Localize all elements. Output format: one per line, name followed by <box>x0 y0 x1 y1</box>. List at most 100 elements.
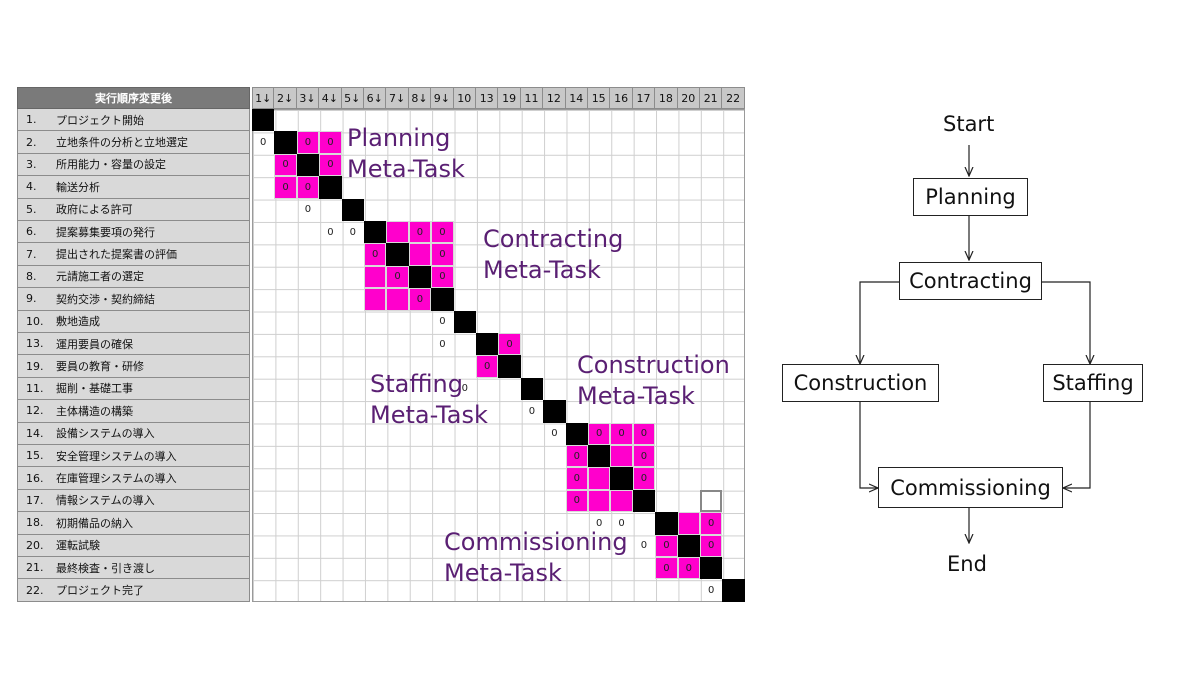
dsm-dependency-cell: 0 <box>431 265 454 289</box>
dsm-dependency-cell: 0 <box>565 445 588 468</box>
dsm-row-name: 在庫管理システムの導入 <box>56 472 177 486</box>
dsm-dependency-cell: 0 <box>551 428 558 440</box>
construction-meta-task-label: Construction Meta-Task <box>577 350 730 412</box>
dsm-row-label: 22.プロジェクト完了 <box>17 579 250 602</box>
planning-meta-task-label: Planning Meta-Task <box>347 123 465 185</box>
contracting-meta-label-line1: Contracting <box>483 225 624 253</box>
flowchart-arrows <box>760 145 1180 600</box>
dsm-row-name: 元請施工者の選定 <box>56 270 144 284</box>
dsm-diagonal-cell <box>655 512 678 535</box>
dsm-dependency-cell: 0 <box>632 445 656 468</box>
dsm-diagonal-cell <box>565 422 588 445</box>
dsm-column-header: 20 <box>677 87 700 109</box>
dsm-column-header: 8↓ <box>408 87 432 109</box>
dsm-row-number: 6. <box>26 225 37 239</box>
dsm-row-name: 最終検査・引き渡し <box>56 561 155 575</box>
dsm-row-label: 3.所用能力・容量の設定 <box>17 153 250 177</box>
dsm-dependency-cell: 0 <box>304 204 312 216</box>
start-label: Start <box>943 112 995 136</box>
arrow-contracting-staffing <box>1042 281 1090 364</box>
dsm-dependency-cell: 0 <box>408 221 432 244</box>
dsm-row-label: 20. 運転試験 <box>17 534 250 557</box>
arrow-staffing-commissioning <box>1063 402 1091 488</box>
staffing-box: Staffing <box>1043 364 1143 402</box>
dsm-dependency-cell: 0 <box>296 131 320 154</box>
staffing-meta-label-line2: Meta-Task <box>370 401 488 429</box>
dsm-row-name: 契約交渉・契約締結 <box>56 292 155 306</box>
dsm-row-label: 19.要員の教育・研修 <box>17 355 250 378</box>
dsm-row-label: 5.政府による許可 <box>17 198 250 221</box>
dsm-row-number: 3. <box>26 157 37 171</box>
dsm-row-label: 11.掘削・基礎工事 <box>17 377 250 401</box>
dsm-diagonal-cell <box>632 489 656 513</box>
dsm-column-header: 21 <box>700 87 723 109</box>
dsm-diagonal-cell <box>520 377 544 401</box>
dsm-diagonal-cell <box>700 557 723 580</box>
commissioning-box: Commissioning <box>878 467 1063 508</box>
dsm-row-number: 5. <box>26 202 37 216</box>
dsm-dependency-cell: 0 <box>327 226 334 238</box>
dsm-column-header: 13 <box>476 87 499 109</box>
dsm-dependency-cell: 0 <box>632 422 656 445</box>
dsm-meta-task-cell <box>386 288 409 311</box>
dsm-row-label: 7.提出された提案書の評価 <box>17 243 250 266</box>
construction-meta-label-line1: Construction <box>577 351 730 379</box>
dsm-dependency-cell: 0 <box>319 153 342 177</box>
dsm-row-number: 20. <box>26 538 44 552</box>
dsm-row-label: 15.安全管理システムの導入 <box>17 445 250 468</box>
dsm-meta-task-cell <box>588 489 611 513</box>
dsm-dependency-cell: 0 <box>431 221 454 244</box>
dsm-row-name: 提出された提案書の評価 <box>56 248 177 262</box>
dsm-row-name: 初期備品の納入 <box>56 516 133 530</box>
dsm-dependency-cell: 0 <box>439 316 446 328</box>
dsm-column-header: 2↓ <box>274 87 297 109</box>
dsm-dependency-cell: 0 <box>632 467 656 490</box>
dsm-dependency-cell: 0 <box>677 557 700 580</box>
dsm-dependency-cell: 0 <box>274 153 297 177</box>
dsm-column-header: 10 <box>453 87 476 109</box>
dsm-row-number: 2. <box>26 135 37 149</box>
dsm-diagonal-cell <box>408 265 432 289</box>
dsm-row-label: 14.設備システムの導入 <box>17 422 250 445</box>
dsm-meta-task-cell <box>386 221 409 244</box>
dsm-row-number: 9. <box>26 292 37 306</box>
dsm-row-label: 17.情報システムの導入 <box>17 489 250 513</box>
dsm-row-name: 提案募集要項の発行 <box>56 225 155 239</box>
dsm-diagonal-cell <box>588 445 611 468</box>
dsm-meta-task-cell <box>364 265 387 289</box>
dsm-row-number: 17. <box>26 493 44 507</box>
commissioning-meta-label-line2: Meta-Task <box>444 559 562 587</box>
dsm-outlined-cell <box>700 489 723 513</box>
dsm-dependency-cell: 0 <box>655 534 678 557</box>
dsm-row-name: 運転試験 <box>56 539 100 553</box>
dsm-column-header: 9↓ <box>431 87 454 109</box>
dsm-dependency-cell: 0 <box>528 405 536 417</box>
dsm-row-number: 12. <box>26 404 44 418</box>
contracting-meta-label-line2: Meta-Task <box>483 256 601 284</box>
dsm-dependency-cell: 0 <box>640 540 648 552</box>
dsm-row-name: プロジェクト開始 <box>56 113 144 127</box>
dsm-row-label: 1. プロジェクト開始 <box>17 109 250 132</box>
dsm-dependency-cell: 0 <box>260 137 267 149</box>
dsm-row-name: 安全管理システムの導入 <box>56 449 177 463</box>
dsm-dependency-cell: 0 <box>655 557 678 580</box>
dsm-column-header: 1↓ <box>252 87 275 109</box>
dsm-column-header: 7↓ <box>386 87 409 109</box>
dsm-row-number: 1. <box>26 113 37 127</box>
dsm-column-header: 12 <box>543 87 566 109</box>
dsm-row-number: 11. <box>26 381 44 395</box>
construction-meta-label-line2: Meta-Task <box>577 382 695 410</box>
dsm-diagonal-cell <box>453 310 476 333</box>
commissioning-meta-label-line1: Commissioning <box>444 528 628 556</box>
dsm-column-header: 5↓ <box>341 87 364 109</box>
dsm-meta-task-cell <box>610 489 633 513</box>
dsm-row-label: 18.初期備品の納入 <box>17 512 250 535</box>
dsm-row-name: 要員の教育・研修 <box>56 360 144 374</box>
dsm-row-name: 運用要員の確保 <box>56 337 133 351</box>
dsm-dependency-cell: 0 <box>610 422 633 445</box>
dsm-diagonal-cell <box>498 355 521 378</box>
dsm-row-number: 16. <box>26 471 44 485</box>
dsm-meta-task-cell <box>610 445 633 468</box>
dsm-column-header: 3↓ <box>296 87 320 109</box>
planning-meta-label-line1: Planning <box>347 124 451 152</box>
